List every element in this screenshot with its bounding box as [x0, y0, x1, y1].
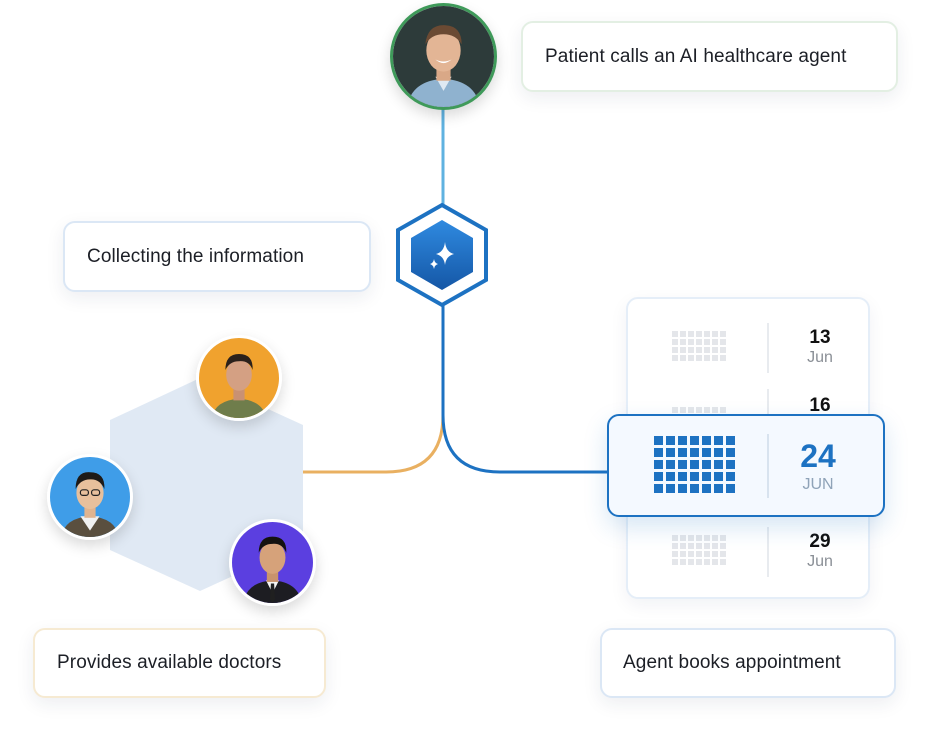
calendar-divider: [767, 323, 769, 373]
step-book-card: Agent books appointment: [600, 628, 896, 698]
step-book-label: Agent books appointment: [623, 652, 841, 673]
selected-date-card[interactable]: 24 JUN: [607, 414, 885, 517]
doctor-avatar-1[interactable]: [196, 335, 282, 421]
doctor-avatar-2[interactable]: [47, 454, 133, 540]
ai-agent-node: [392, 202, 492, 308]
calendar-divider: [767, 434, 769, 498]
calendar-day: 13: [809, 327, 831, 348]
calendar-month: Jun: [807, 349, 833, 366]
step-call-label: Patient calls an AI healthcare agent: [545, 45, 847, 67]
calendar-divider: [767, 389, 769, 415]
step-collect-label: Collecting the information: [87, 245, 304, 267]
calendar-day: 16: [809, 395, 831, 416]
step-doctors-card: Provides available doctors: [33, 628, 326, 698]
calendar-grid-icon: [672, 535, 726, 565]
calendar-grid-icon: [672, 331, 726, 361]
calendar-day: 29: [809, 531, 831, 552]
calendar-divider: [767, 527, 769, 577]
calendar-date-row[interactable]: 16: [628, 383, 868, 443]
line-agent-to-doctors: [303, 305, 445, 474]
step-doctors-label: Provides available doctors: [57, 652, 282, 673]
calendar-date-row[interactable]: 13 Jun: [628, 317, 868, 377]
calendar-date-row[interactable]: 29 Jun: [628, 521, 868, 581]
step-collect-card: Collecting the information: [63, 221, 371, 292]
sparkle-icon: [430, 242, 454, 269]
patient-avatar: [390, 3, 497, 110]
calendar-month: Jun: [807, 553, 833, 570]
line-agent-to-calendar: [441, 305, 608, 474]
calendar-grid-icon: [672, 407, 726, 413]
selected-day: 24: [800, 438, 836, 474]
step-call-card: Patient calls an AI healthcare agent: [521, 21, 898, 92]
selected-month: JUN: [802, 476, 834, 493]
doctor-avatar-3[interactable]: [229, 519, 316, 606]
calendar-grid-icon: [654, 436, 735, 493]
